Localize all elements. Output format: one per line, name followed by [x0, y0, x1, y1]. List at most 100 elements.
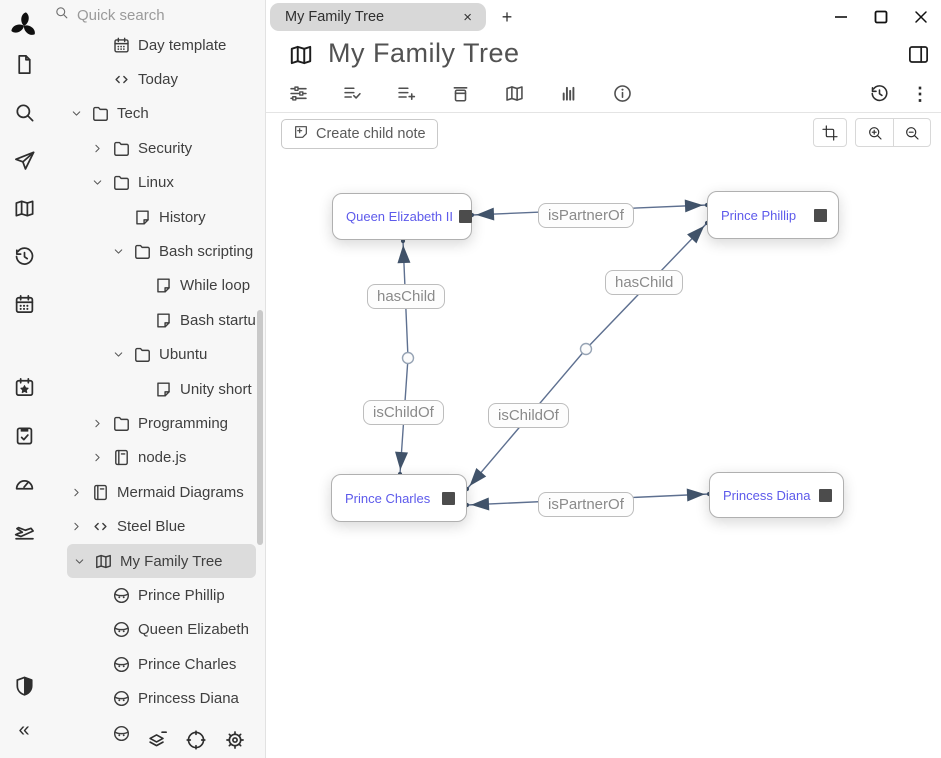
- note-map-icon[interactable]: [502, 82, 526, 106]
- note-icon: [130, 208, 154, 227]
- chevron-right-icon[interactable]: [64, 486, 88, 499]
- code-icon: [109, 70, 133, 89]
- settings-gear-icon[interactable]: [223, 728, 247, 752]
- tree-item-programming[interactable]: Programming: [48, 406, 265, 440]
- maximize-button[interactable]: [861, 0, 901, 33]
- relation-label[interactable]: isChildOf: [363, 400, 444, 425]
- note-info-icon[interactable]: [610, 82, 634, 106]
- note-revisions-icon[interactable]: [867, 82, 891, 106]
- tree-item-prince-phillip[interactable]: Prince Phillip: [48, 578, 265, 612]
- tree-scrollbar[interactable]: [257, 310, 263, 545]
- similar-notes-icon[interactable]: [556, 82, 580, 106]
- relation-label[interactable]: isPartnerOf: [538, 492, 634, 517]
- chevron-down-icon[interactable]: [106, 348, 130, 361]
- tree-item-bash-startu[interactable]: Bash startu: [48, 303, 265, 337]
- target-icon[interactable]: [184, 728, 208, 752]
- close-button[interactable]: [901, 0, 941, 33]
- tree-item-label: Mermaid Diagrams: [117, 483, 244, 501]
- tree-item-queen-elizabeth[interactable]: Queen Elizabeth: [48, 613, 265, 647]
- create-child-note-button[interactable]: Create child note: [281, 119, 438, 149]
- inherited-attributes-icon[interactable]: [394, 82, 418, 106]
- tree-item-linux[interactable]: Linux: [48, 166, 265, 200]
- tree-item-history[interactable]: History: [48, 200, 265, 234]
- map-node-title[interactable]: Prince Phillip: [721, 207, 797, 223]
- calendar-star-icon[interactable]: [0, 363, 48, 411]
- calendar-icon[interactable]: [0, 280, 48, 328]
- zoom-out-button[interactable]: [893, 119, 930, 146]
- tree-item-node-js[interactable]: node.js: [48, 441, 265, 475]
- new-note-icon[interactable]: [0, 40, 48, 88]
- collapse-tree-button[interactable]: «: [18, 718, 30, 741]
- relation-map-canvas[interactable]: isPartnerOf hasChild isChildOf hasChild isCh…: [266, 160, 941, 758]
- relation-label[interactable]: isPartnerOf: [538, 203, 634, 228]
- chevron-right-icon[interactable]: [85, 451, 109, 464]
- task-list-icon[interactable]: [0, 411, 48, 459]
- tree-item-steel-blue[interactable]: Steel Blue: [48, 509, 265, 543]
- travel-icon[interactable]: [0, 507, 48, 555]
- map-node-prince-phillip[interactable]: Prince Phillip: [707, 191, 839, 239]
- chevron-down-icon[interactable]: [106, 245, 130, 258]
- tree-item-label: My Family Tree: [120, 552, 223, 570]
- tree-item-label: Today: [138, 71, 179, 89]
- chevron-down-icon[interactable]: [67, 555, 91, 568]
- tab-title: My Family Tree: [285, 9, 385, 25]
- more-menu-icon[interactable]: ⋮: [911, 83, 929, 104]
- tree-item-day-template[interactable]: Day template: [48, 28, 265, 62]
- jump-to-note-icon[interactable]: [0, 136, 48, 184]
- new-tab-button[interactable]: +: [501, 6, 513, 27]
- node-drag-handle[interactable]: [442, 491, 455, 505]
- tree-item-ubuntu[interactable]: Ubuntu: [48, 338, 265, 372]
- layers-icon[interactable]: [145, 728, 169, 752]
- map-node-title[interactable]: Queen Elizabeth II: [346, 209, 453, 224]
- basic-properties-icon[interactable]: [286, 82, 310, 106]
- node-drag-handle[interactable]: [814, 208, 827, 222]
- trilium-logo[interactable]: [8, 8, 40, 40]
- dashboard-icon[interactable]: [0, 459, 48, 507]
- right-pane-toggle-icon[interactable]: [907, 43, 931, 67]
- note-header: My Family Tree: [266, 33, 941, 75]
- tree-item-unity-short[interactable]: Unity short: [48, 372, 265, 406]
- recent-changes-icon[interactable]: [0, 232, 48, 280]
- chevron-right-icon[interactable]: [85, 417, 109, 430]
- zoom-in-button[interactable]: [856, 119, 893, 146]
- main-content: My Family Tree × + My Family Tree: [266, 0, 941, 758]
- chevron-down-icon[interactable]: [85, 176, 109, 189]
- tree-item-bash-scripting[interactable]: Bash scripting: [48, 234, 265, 268]
- search-icon[interactable]: [0, 88, 48, 136]
- launcher-top-group: [0, 40, 48, 328]
- relation-wires: [395, 199, 712, 511]
- quick-search[interactable]: Quick search: [48, 0, 265, 30]
- tree-item-prince-charles[interactable]: Prince Charles: [48, 647, 265, 681]
- tree-item-while-loop[interactable]: While loop: [48, 269, 265, 303]
- chevron-right-icon[interactable]: [85, 142, 109, 155]
- minimize-button[interactable]: [821, 0, 861, 33]
- note-paths-icon[interactable]: [448, 82, 472, 106]
- protected-session-icon[interactable]: [0, 662, 48, 710]
- map-node-prince-charles[interactable]: Prince Charles: [331, 474, 467, 522]
- relation-label[interactable]: isChildOf: [488, 403, 569, 428]
- tab-my-family-tree[interactable]: My Family Tree ×: [270, 3, 486, 31]
- tree-item-my-family-tree[interactable]: My Family Tree: [67, 543, 256, 579]
- node-drag-handle[interactable]: [458, 210, 472, 223]
- map-node-title[interactable]: Prince Charles: [345, 490, 431, 506]
- map-node-princess-diana[interactable]: Princess Diana: [709, 472, 844, 518]
- tree-item-princess-diana[interactable]: Princess Diana: [48, 681, 265, 715]
- relation-label[interactable]: hasChild: [605, 270, 684, 295]
- tree-item-mermaid-diagrams[interactable]: Mermaid Diagrams: [48, 475, 265, 509]
- book-icon: [88, 483, 112, 502]
- note-map-icon[interactable]: [0, 184, 48, 232]
- owned-attributes-icon[interactable]: [340, 82, 364, 106]
- folder-icon: [109, 139, 133, 158]
- reset-pan-zoom-button[interactable]: [813, 118, 847, 147]
- tree-item-today[interactable]: Today: [48, 62, 265, 96]
- tree-item-tech[interactable]: Tech: [48, 97, 265, 131]
- map-node-queen-elizabeth-ii[interactable]: Queen Elizabeth II: [332, 193, 472, 240]
- map-node-title[interactable]: Princess Diana: [723, 487, 811, 503]
- chevron-right-icon[interactable]: [64, 520, 88, 533]
- chevron-down-icon[interactable]: [64, 107, 88, 120]
- node-drag-handle[interactable]: [819, 488, 832, 502]
- person-icon: [109, 655, 133, 674]
- tree-item-security[interactable]: Security: [48, 131, 265, 165]
- relation-label[interactable]: hasChild: [367, 284, 446, 309]
- tab-close-icon[interactable]: ×: [463, 8, 472, 26]
